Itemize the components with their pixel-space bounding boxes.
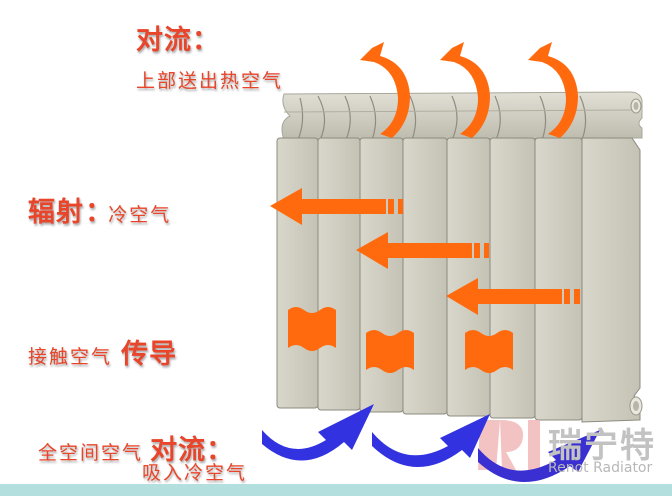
- radiation-title: 辐射: [28, 197, 84, 228]
- conduction-label: 接触空气 传导: [28, 332, 177, 371]
- convection-bottom-label: 全空间空气 对流：: [38, 428, 234, 467]
- radiation-desc: 冷空气: [108, 204, 172, 226]
- radiation-label: 辐射 ： 冷空气: [28, 190, 171, 229]
- convection-bottom-sub: 吸入冷空气: [142, 462, 248, 484]
- radiation-colon: ：: [85, 197, 114, 228]
- conduction-blocks: [288, 307, 513, 373]
- convection-top-title: 对流：: [136, 25, 220, 56]
- watermark-brand-cn: 瑞宁特: [548, 426, 656, 466]
- bottom-bar: [0, 484, 672, 496]
- convection-bottom-desc: 全空间空气: [38, 442, 144, 464]
- convection-bottom-title: 对流：: [150, 435, 235, 466]
- convection-top-desc: 上部送出热空气: [136, 70, 284, 92]
- radiation-arrows: [270, 188, 580, 315]
- conduction-desc: 接触空气: [28, 346, 113, 368]
- conduction-title: 传导: [121, 339, 178, 370]
- cold-air-arrows: [262, 404, 600, 483]
- hot-air-arrows: [360, 42, 578, 138]
- watermark-brand-en: Renot Radiator: [548, 460, 653, 476]
